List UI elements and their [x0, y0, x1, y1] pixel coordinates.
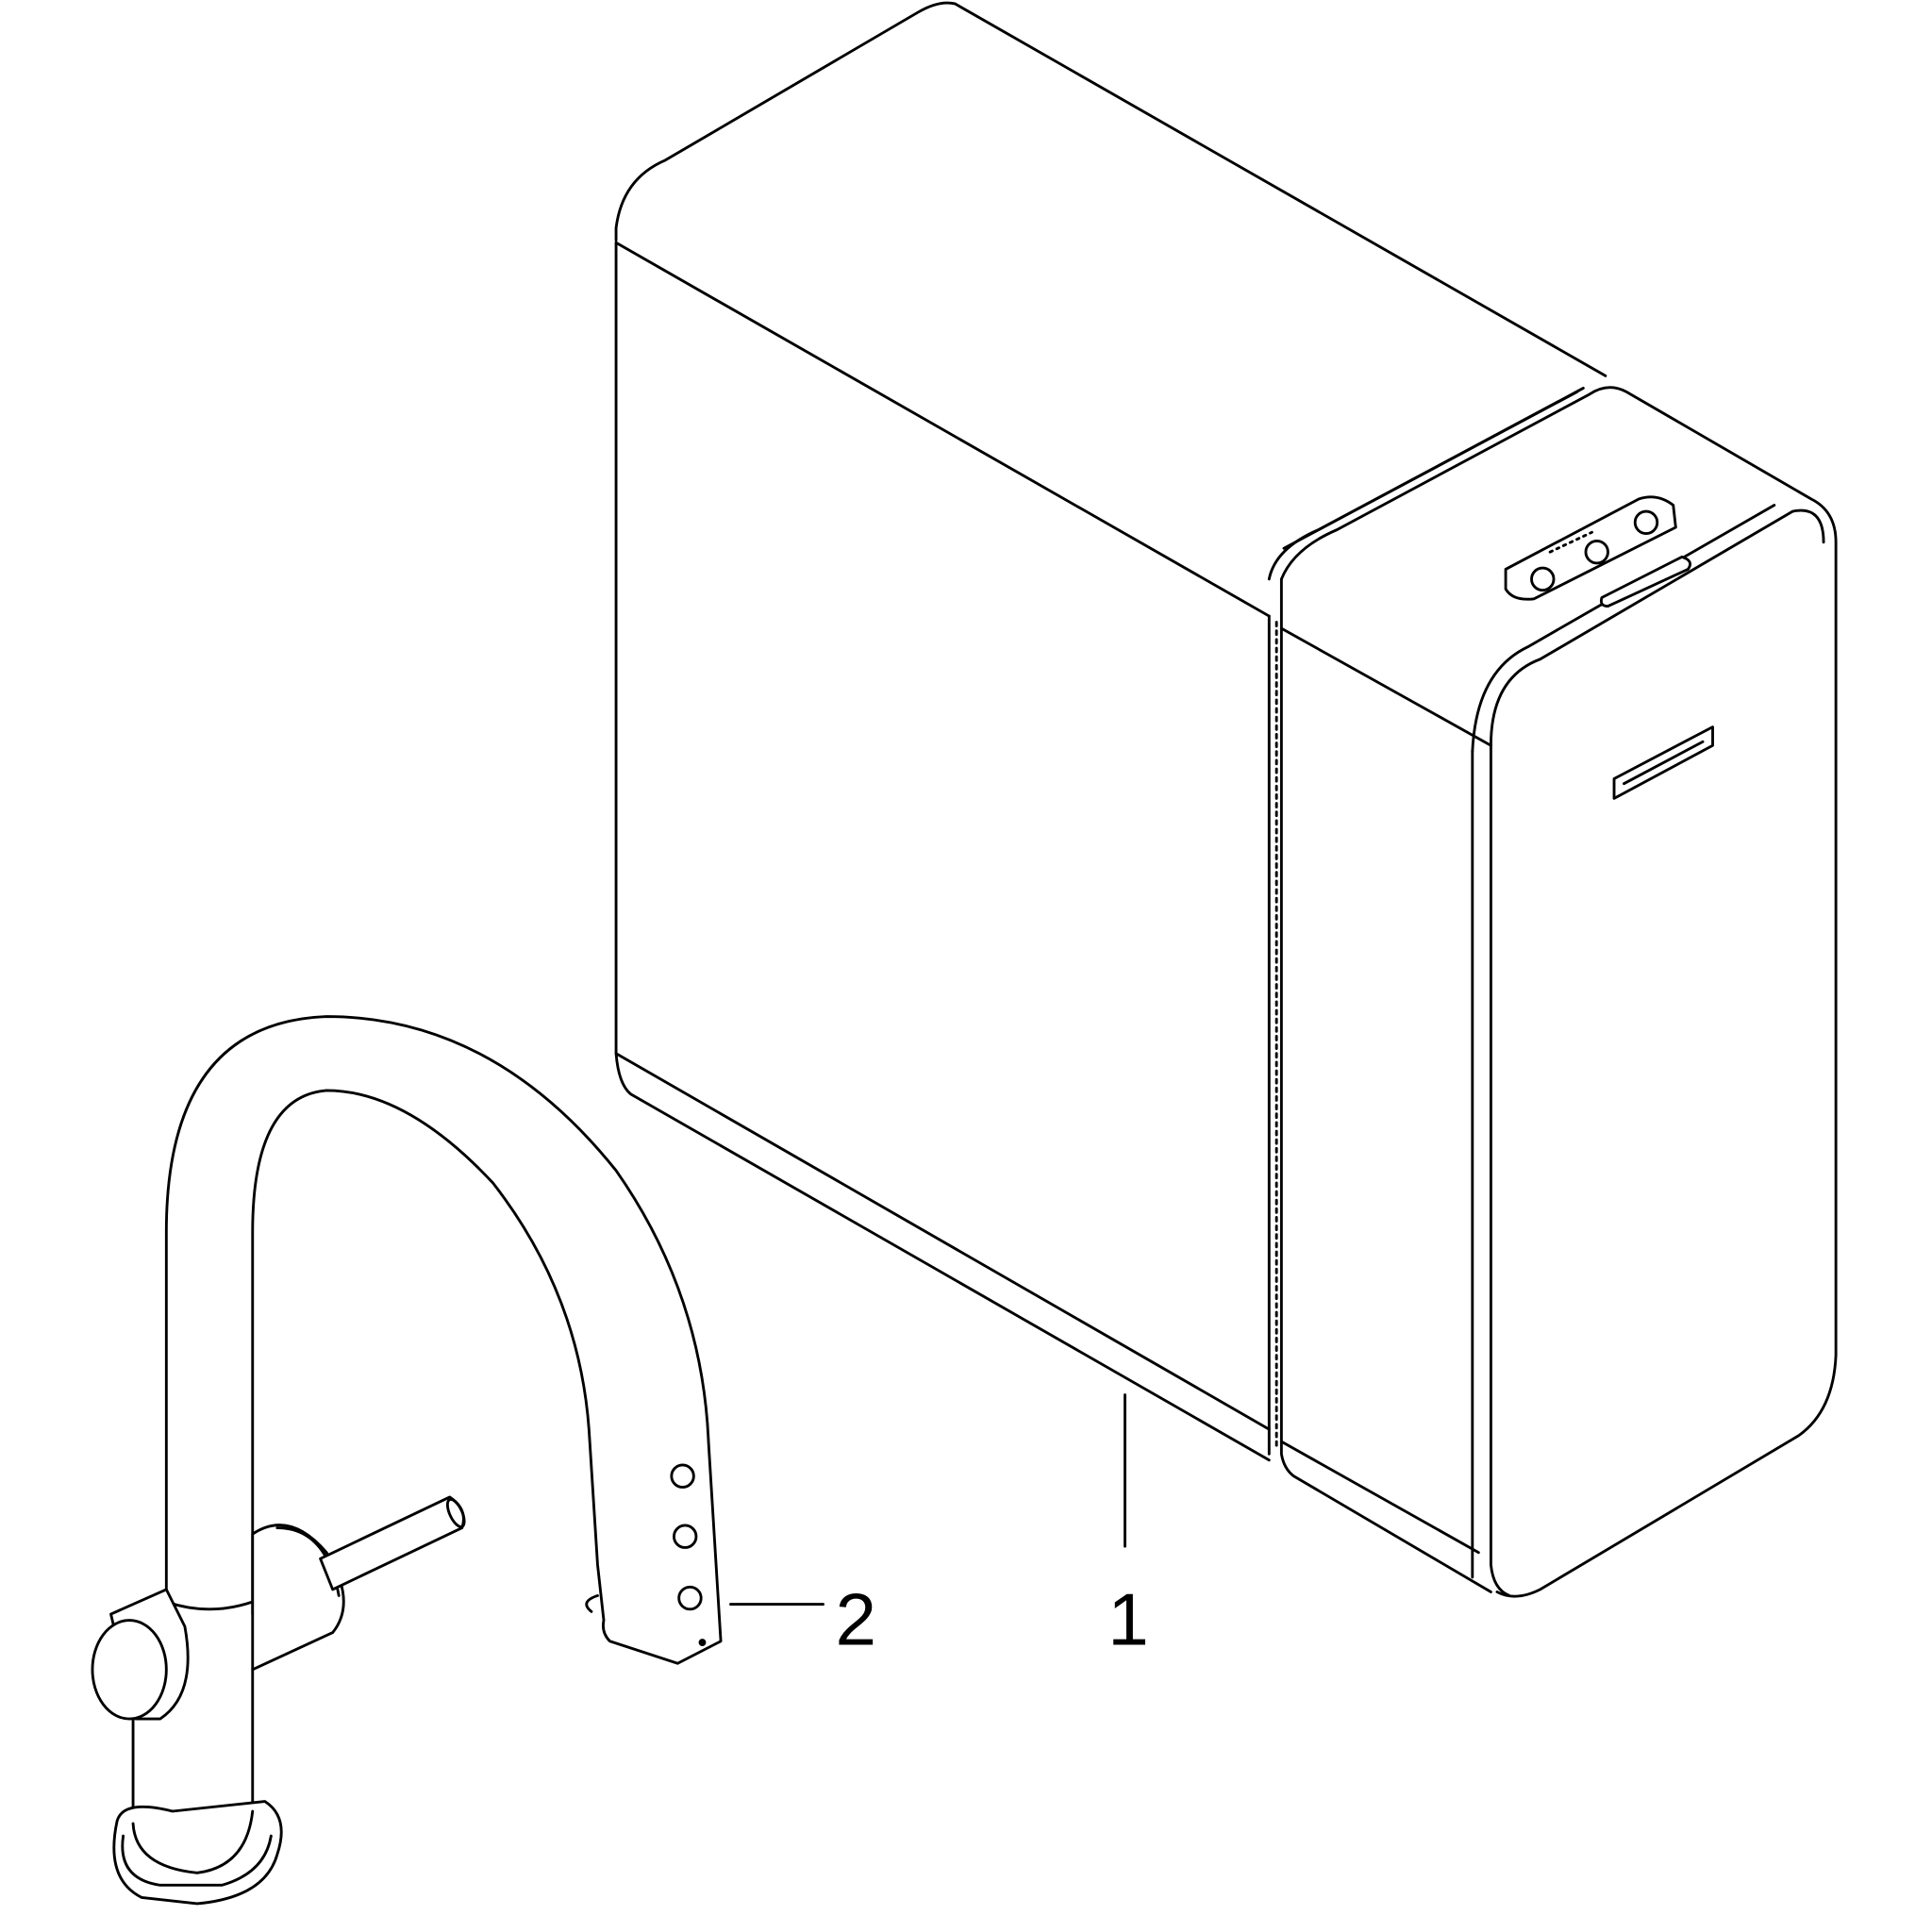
button-icon	[1530, 566, 1556, 592]
handle-slot	[1599, 555, 1691, 608]
control-panel	[1504, 495, 1691, 608]
faucet-lever	[251, 1495, 466, 1672]
faucet	[164, 1015, 723, 1665]
brand-logo	[1612, 725, 1714, 800]
button-icon	[1633, 509, 1659, 535]
callout-label-2: 2	[836, 1578, 877, 1661]
faucet-knob	[91, 1588, 190, 1721]
callout-2: 2	[729, 1578, 877, 1661]
callout-1: 1	[1108, 1393, 1149, 1661]
spray-button-icon	[677, 1585, 703, 1611]
spray-button-icon	[673, 1524, 698, 1549]
faucet-base	[112, 1668, 283, 1906]
button-icon	[1584, 539, 1609, 565]
filter-unit-right-module	[1279, 386, 1838, 1598]
filter-unit-left-module	[614, 1, 1607, 1462]
callout-label-1: 1	[1108, 1578, 1149, 1661]
spray-button-icon	[670, 1463, 695, 1489]
